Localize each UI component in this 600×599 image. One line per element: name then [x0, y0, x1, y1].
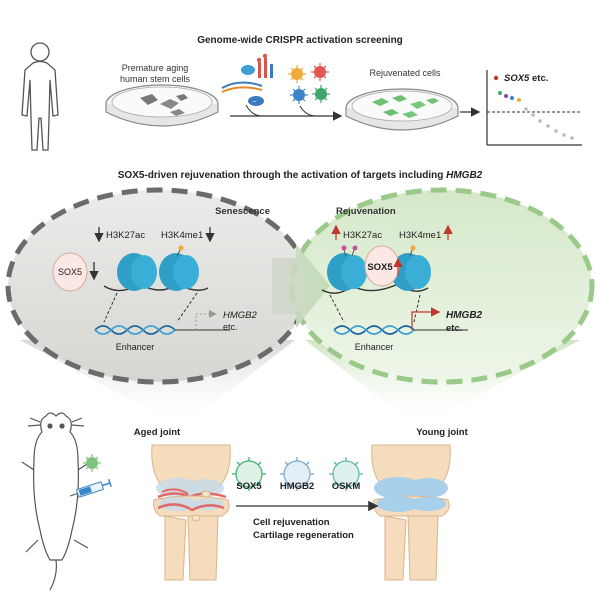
outcome-label-1: Cell rejuvenation: [253, 517, 330, 528]
petri-dish-aged: [105, 84, 219, 127]
rejuvenation-factor-label: SOX5: [367, 262, 393, 273]
factor-icon-sox5: [232, 457, 266, 491]
crispr-construct-icon: −: [221, 53, 273, 106]
senescence-target-label: HMGB2: [223, 310, 258, 321]
rejuvenation-enhancer-label: Enhancer: [355, 342, 394, 352]
syringe-icon: [69, 478, 112, 498]
rejuvenation-dna: [333, 325, 468, 335]
dish-right-label: Rejuvenated cells: [369, 68, 441, 78]
aged-joint-label: Aged joint: [134, 427, 181, 438]
dish-left-label-1: Premature aging: [122, 63, 189, 73]
injection-virus-icon: [83, 454, 101, 472]
senescence-panel: [5, 187, 311, 385]
factor-label-hmgb2: HMGB2: [280, 481, 314, 492]
young-joint-label: Young joint: [416, 427, 468, 438]
senescence-mark1: H3K27ac: [106, 230, 145, 241]
senescence-mark2: H3K4me1: [161, 230, 203, 241]
transition-arrow: [272, 244, 330, 328]
hit-label: SOX5 etc.: [504, 73, 548, 84]
hit-label-gene: SOX5: [504, 73, 530, 84]
outcome-label-2: Cartilage regeneration: [253, 530, 354, 541]
factor-icon-hmgb2: [280, 457, 314, 491]
rejuvenation-zoom-lines: [329, 294, 421, 323]
factor-label-oskm: OSKM: [332, 481, 361, 492]
senescence-enhancer-label: Enhancer: [116, 342, 155, 352]
screen-title: Genome-wide CRISPR activation screening: [197, 35, 403, 46]
rejuvenation-target-label: HMGB2: [446, 310, 483, 321]
senescence-nucleosomes: [103, 245, 209, 292]
rejuvenation-gene-arrow: [411, 307, 441, 330]
senescence-gene-arrow: [195, 310, 217, 330]
senescence-factor-label: SOX5: [58, 267, 82, 277]
aged-joint-illustration: [151, 444, 231, 581]
lentivirus-icons: [288, 63, 330, 104]
young-joint-illustration: [371, 444, 451, 581]
mechanism-title: SOX5-driven rejuvenation through the act…: [118, 170, 483, 181]
factor-label-sox5: SOX5: [236, 481, 262, 492]
screen-arrow: [230, 104, 343, 121]
senescence-zoom-lines: [103, 292, 198, 323]
petri-dish-rejuvenated: [345, 88, 459, 131]
rejuvenation-mark2: H3K4me1: [399, 230, 441, 241]
human-icon: [21, 42, 59, 151]
senescence-sox5-factor: [52, 252, 88, 292]
senescence-dna: [94, 325, 230, 335]
senescence-header: Senescence: [215, 206, 270, 217]
mouse-icon: [21, 412, 91, 591]
mechanism-title-main: SOX5-driven rejuvenation through the act…: [118, 170, 446, 181]
factor-icon-oskm: [329, 457, 363, 491]
hit-label-suffix: etc.: [529, 73, 548, 84]
rejuvenation-etc-label: etc.: [446, 323, 462, 334]
rejuvenation-mark1: H3K27ac: [343, 230, 382, 241]
screen-hit-plot: [486, 70, 582, 146]
senescence-etc-label: etc.: [223, 322, 238, 332]
svg-text:−: −: [252, 99, 256, 106]
rejuvenation-header: Rejuvenation: [336, 206, 396, 217]
mechanism-title-gene: HMGB2: [446, 170, 483, 181]
dish-left-label-2: human stem cells: [120, 74, 191, 84]
